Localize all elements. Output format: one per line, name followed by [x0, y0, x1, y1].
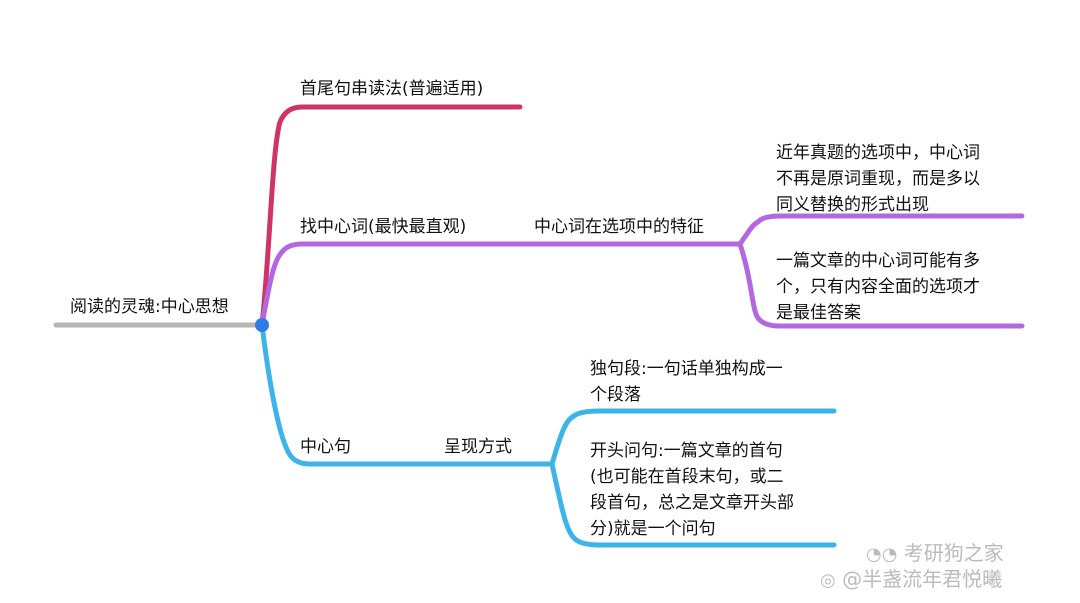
- branch-3-leaf-1-connector: [549, 408, 837, 467]
- root-label: 阅读的灵魂:中心思想: [70, 297, 229, 317]
- branch-2-sub-label: 中心词在选项中的特征: [534, 217, 704, 237]
- branch-2-leaf-1-connector: [737, 213, 1025, 247]
- wechat-icon: ◔◔: [866, 544, 898, 565]
- branch-2-leaf-2: 一篇文章的中心词可能有多 个，只有内容全面的选项才 是最佳答案: [776, 251, 980, 323]
- branch-3-sub-label: 呈现方式: [444, 437, 512, 457]
- watermark-line-2: ◎ @半盏流年君悦曦: [820, 566, 1002, 594]
- branch-1-connector: [259, 104, 305, 328]
- branch-2-leaf-1: 近年真题的选项中，中心词 不再是原词重现，而是多以 同义替换的形式出现: [776, 143, 980, 215]
- branch-2-label: 找中心词(最快最直观): [300, 217, 467, 237]
- branch-1-label: 首尾句串读法(普遍适用): [300, 79, 484, 99]
- branch-2-leaf-2-connector: [737, 241, 1025, 329]
- weibo-icon: ◎: [820, 570, 836, 591]
- branch-3-leaf-2-connector: [549, 461, 837, 548]
- root-node-dot: [255, 318, 269, 332]
- branch-3-label: 中心句: [300, 437, 351, 457]
- watermark-text-1: 考研狗之家: [903, 541, 1004, 565]
- branch-3-connector: [259, 322, 313, 467]
- watermark-line-1: ◔◔ 考研狗之家: [866, 540, 1004, 568]
- branch-3-leaf-1: 独句段:一句话单独构成一 个段落: [590, 359, 783, 405]
- branch-2-connector: [259, 241, 305, 328]
- watermark-text-2: @半盏流年君悦曦: [842, 567, 1003, 591]
- branch-3-leaf-2: 开头问句:一篇文章的首句 (也可能在首段末句，或二 段首句，总之是文章开头部 分…: [590, 441, 794, 539]
